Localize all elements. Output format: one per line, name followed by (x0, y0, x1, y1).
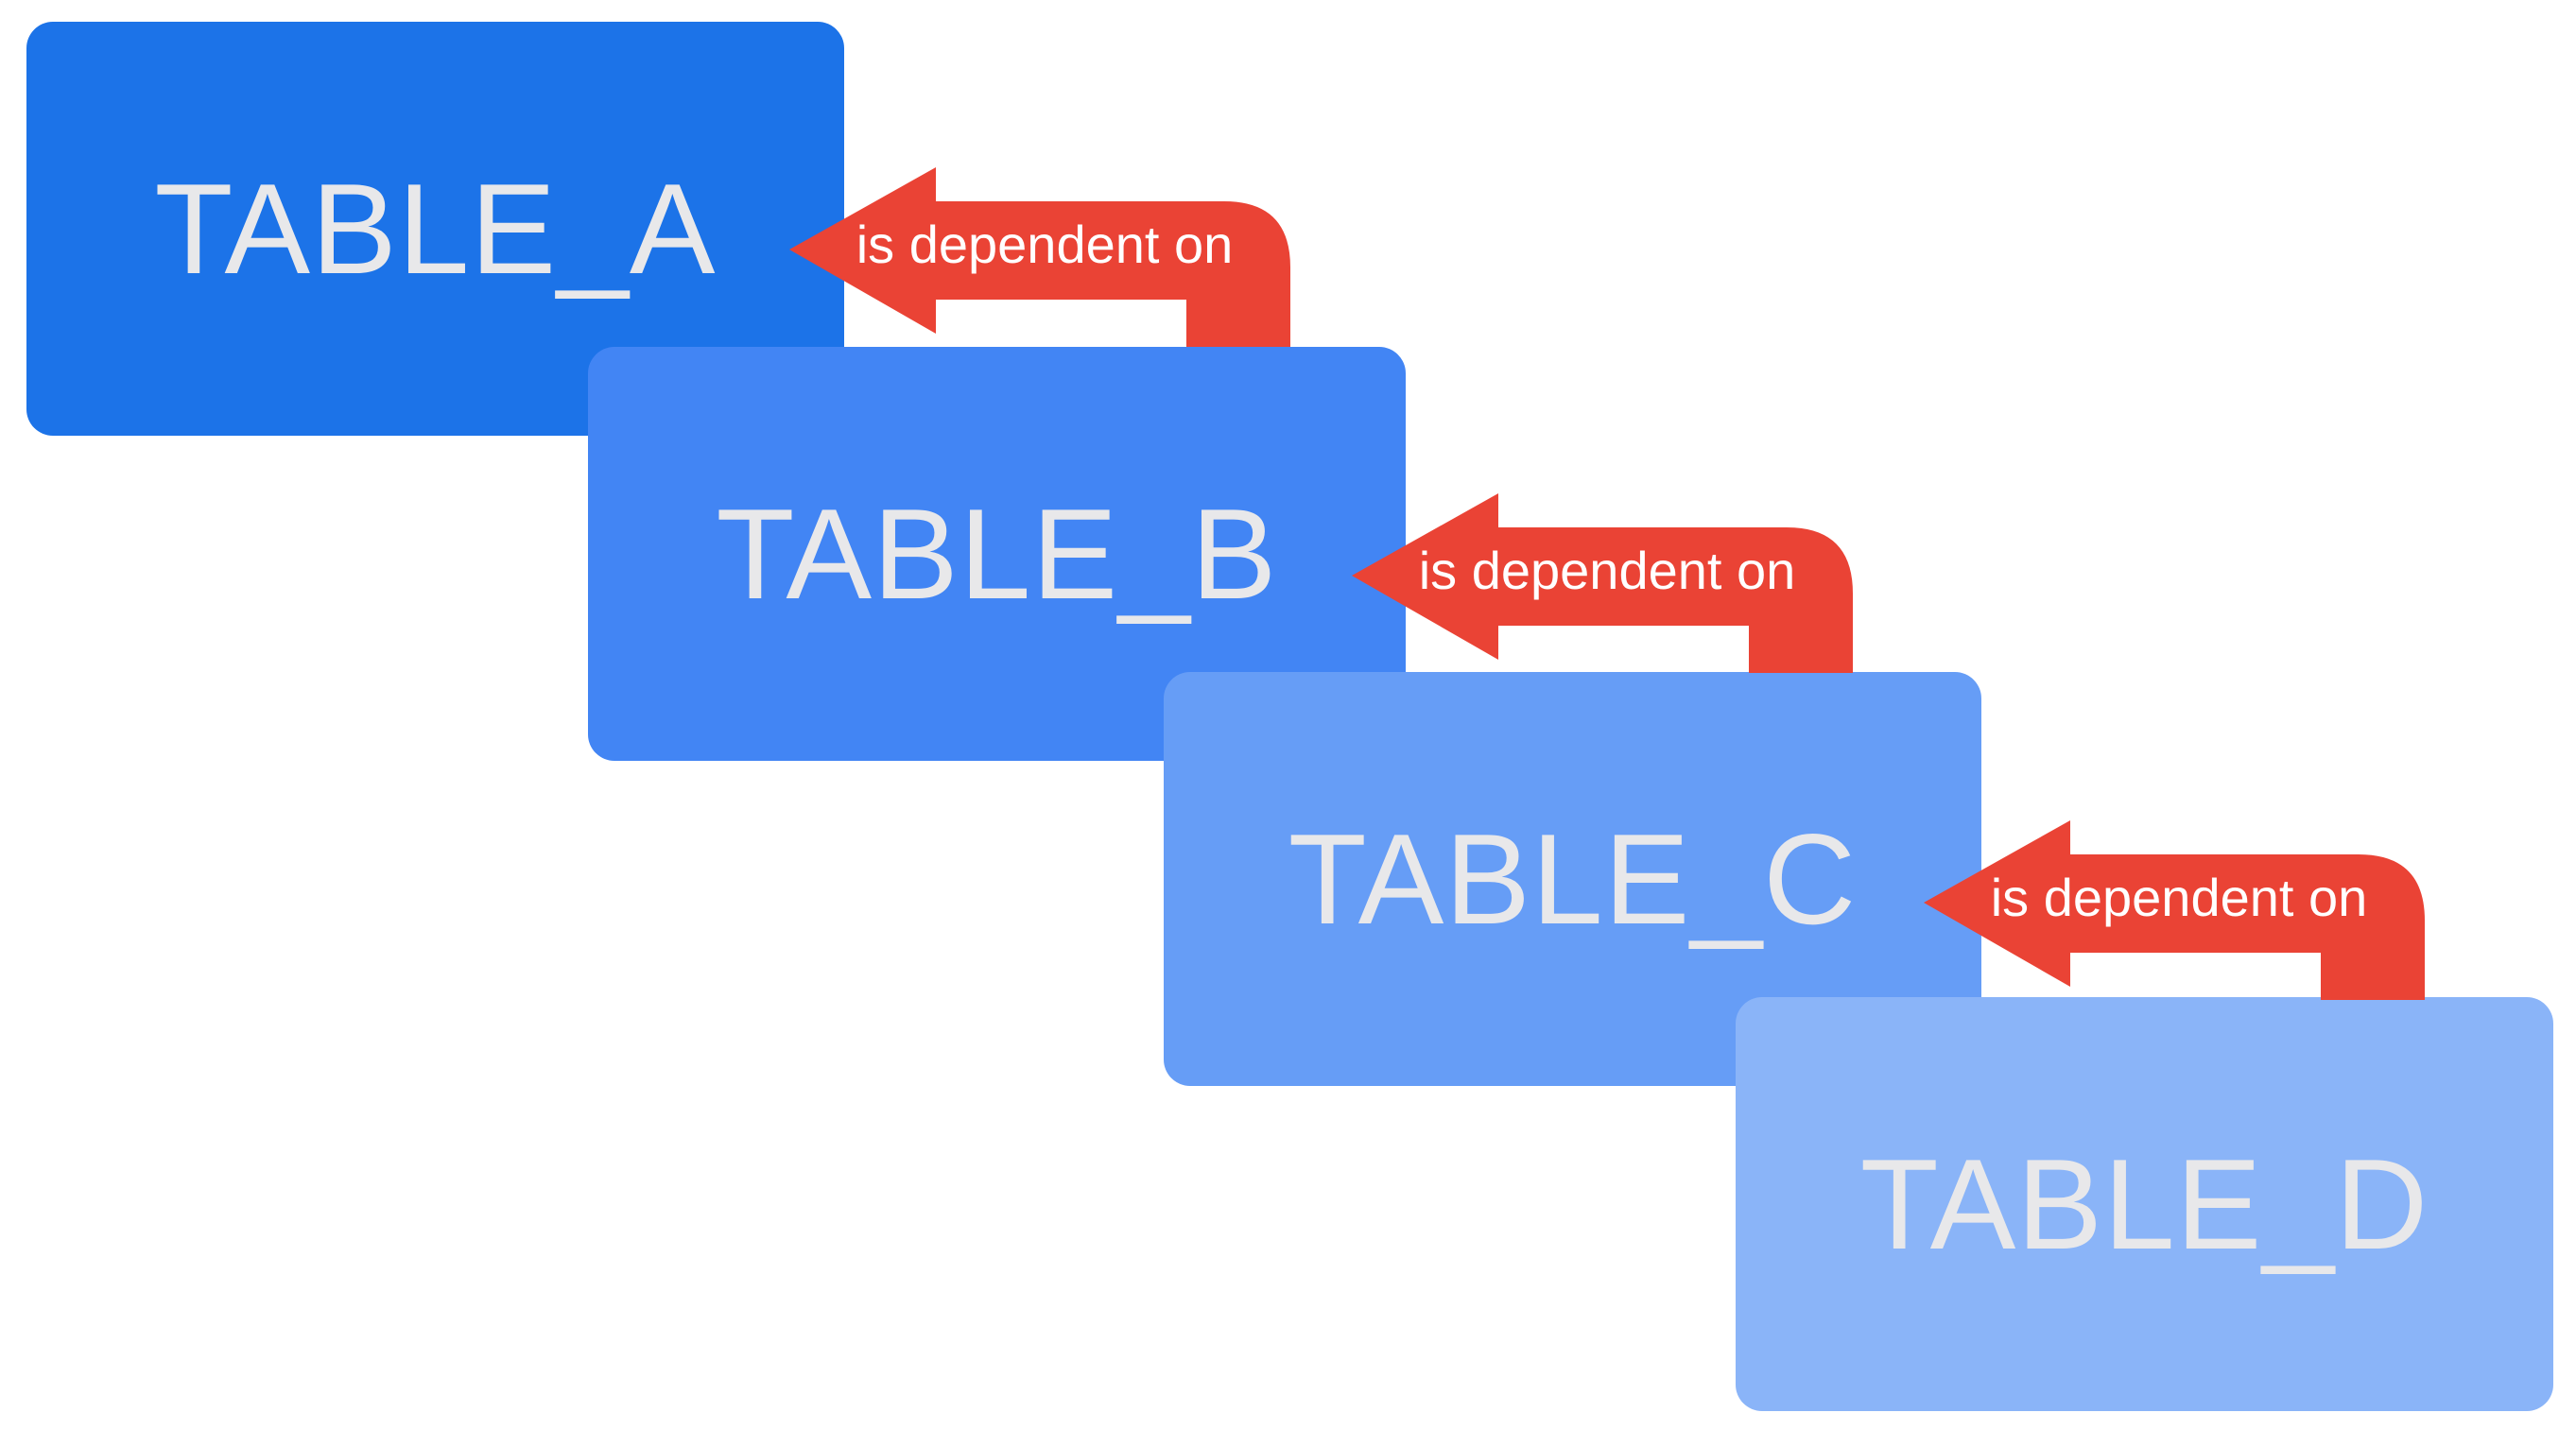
table-b-label: TABLE_B (716, 482, 1278, 626)
table-a-label: TABLE_A (154, 157, 717, 301)
table-d-label: TABLE_D (1859, 1132, 2429, 1276)
dependency-arrow-2: is dependent on (1352, 493, 1862, 673)
dependency-arrow-1: is dependent on (789, 167, 1300, 347)
dependency-arrow-1-shape (789, 167, 1290, 347)
dependency-arrow-3-shape (1924, 820, 2425, 1000)
dependency-arrow-1-label: is dependent on (856, 215, 1234, 274)
dependency-arrow-3: is dependent on (1924, 820, 2434, 1000)
table-c-label: TABLE_C (1288, 807, 1858, 951)
table-d-box: TABLE_D (1736, 997, 2553, 1411)
dependency-arrow-2-label: is dependent on (1418, 541, 1796, 600)
table-a-box: TABLE_A (26, 22, 844, 436)
dependency-arrow-3-label: is dependent on (1990, 868, 2368, 927)
dependency-arrow-2-shape (1352, 493, 1853, 673)
